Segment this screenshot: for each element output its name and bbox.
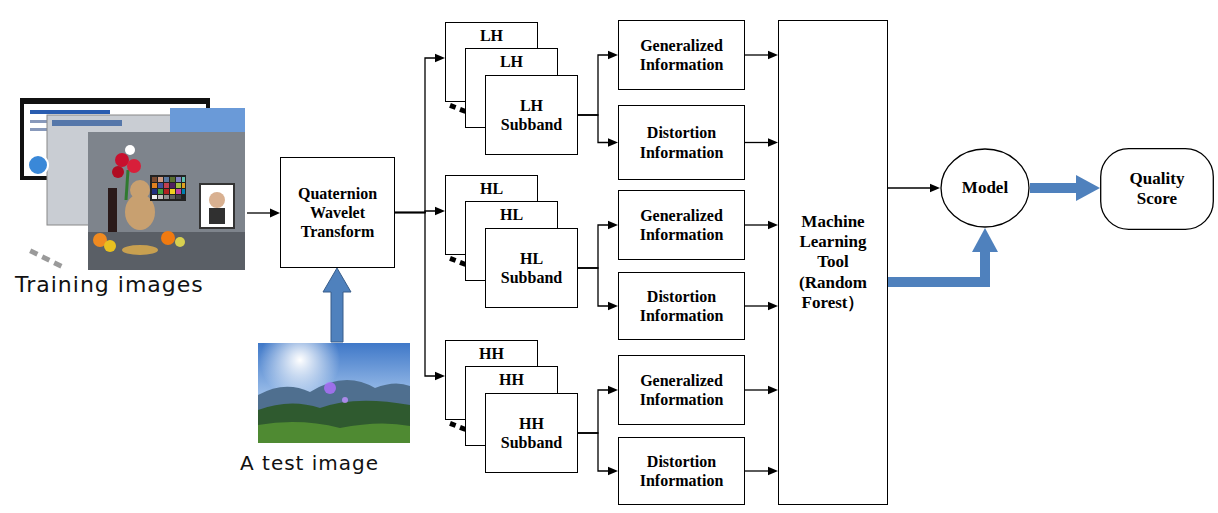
node-text: Distortion Information bbox=[627, 287, 736, 325]
output-terminal: Quality Score bbox=[1100, 148, 1214, 230]
arrow-connector bbox=[745, 305, 768, 306]
model-ellipse: Model bbox=[940, 148, 1030, 228]
node-text: Quaternion Wavelet Transform bbox=[287, 184, 388, 242]
node-text: HL bbox=[500, 205, 523, 224]
arrow-connector bbox=[745, 224, 768, 225]
node-text: Distortion Information bbox=[627, 123, 736, 161]
node-text: Generalized Information bbox=[627, 371, 736, 409]
input-caption: A test image bbox=[240, 451, 379, 475]
arrow-connector bbox=[745, 389, 768, 390]
arrow-connector bbox=[395, 58, 435, 213]
arrow-connector bbox=[745, 142, 768, 143]
node-text: HL Subband bbox=[496, 249, 567, 287]
more-images-dots bbox=[29, 248, 62, 268]
info-box: Distortion Information bbox=[618, 272, 745, 340]
info-box: Generalized Information bbox=[618, 355, 745, 425]
node-text: Quality Score bbox=[1118, 169, 1196, 210]
block-arrow bbox=[1030, 183, 1076, 193]
node-text: HH bbox=[479, 344, 504, 363]
info-box: Distortion Information bbox=[618, 437, 745, 505]
subband-box: HH Subband bbox=[485, 393, 578, 473]
node-text: Distortion Information bbox=[627, 452, 736, 490]
arrow-connector bbox=[745, 54, 768, 55]
node-text: Generalized Information bbox=[627, 36, 736, 74]
training-images-picture bbox=[20, 98, 245, 270]
node-text: HH Subband bbox=[496, 414, 567, 452]
node-text: HL bbox=[480, 179, 503, 198]
block-arrow bbox=[888, 252, 985, 282]
input-caption: Training images bbox=[15, 272, 204, 297]
node-text: Machine Learning Tool (Random Forest） bbox=[793, 212, 873, 314]
arrow-connector bbox=[578, 268, 608, 306]
input-arrow bbox=[247, 209, 280, 218]
arrow-connector bbox=[395, 213, 435, 377]
node-text: LH bbox=[500, 52, 523, 71]
subband-box: HL Subband bbox=[485, 228, 578, 308]
node-text: HH bbox=[499, 370, 524, 389]
node-text: LH bbox=[480, 26, 503, 45]
info-box: Distortion Information bbox=[618, 105, 745, 180]
arrow-connector bbox=[578, 433, 608, 471]
process-box: Quaternion Wavelet Transform bbox=[280, 157, 395, 268]
arrow-connector bbox=[578, 390, 608, 433]
node-text: Model bbox=[962, 178, 1008, 198]
info-box: Generalized Information bbox=[618, 190, 745, 260]
learning-tool-box: Machine Learning Tool (Random Forest） bbox=[778, 20, 888, 505]
arrow-connector bbox=[578, 225, 608, 268]
info-box: Generalized Information bbox=[618, 20, 745, 90]
arrow-connector bbox=[888, 187, 930, 188]
subband-box: LH Subband bbox=[485, 75, 578, 155]
arrow-connector bbox=[745, 470, 768, 471]
node-text: Generalized Information bbox=[627, 206, 736, 244]
test-input-arrow bbox=[323, 268, 351, 342]
arrow-connector bbox=[578, 115, 608, 143]
node-text: LH Subband bbox=[496, 96, 567, 134]
arrow-connector bbox=[578, 55, 608, 115]
